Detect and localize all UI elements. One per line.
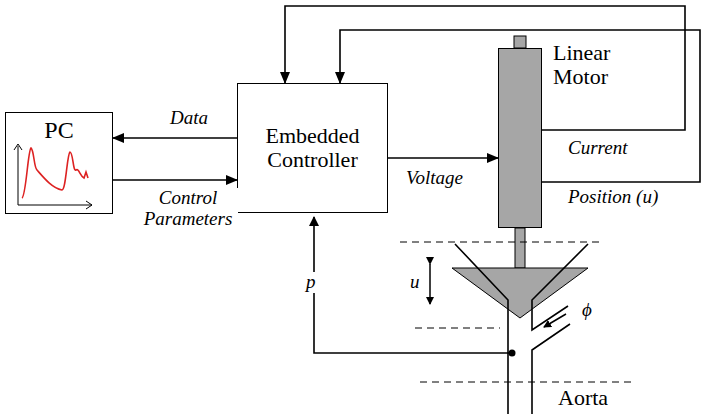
signal-label: Position (u): [566, 187, 660, 208]
node-label: Embedded Controller: [244, 124, 381, 172]
motor-shaft-top: [514, 36, 526, 48]
controller-box: Embedded Controller: [237, 83, 388, 213]
node-label: PC: [6, 113, 112, 143]
signal-label: Data: [168, 108, 210, 129]
pressure-line: [314, 217, 512, 353]
signal-label: Control Parameters: [138, 188, 238, 230]
part-name: Aorta: [556, 386, 610, 410]
reference-lines: [400, 242, 632, 382]
pc-plot: [14, 144, 92, 209]
signal-arrow: [388, 157, 498, 159]
signal-arrow: [285, 6, 685, 130]
displacement-arrow: [429, 264, 431, 304]
signal-label: Voltage: [404, 168, 465, 189]
pc-box: PC: [5, 112, 113, 214]
signal-name: p: [304, 272, 318, 293]
signal-arrow: [113, 137, 237, 139]
valve-cone: [452, 268, 588, 318]
signal-arrow: [113, 179, 237, 181]
signal-label: Current: [566, 138, 629, 159]
dimension-label: u: [408, 272, 422, 293]
inflow-arrow: [544, 314, 566, 327]
node-label: Linear Motor: [553, 41, 663, 89]
linear-motor: Linear Motor: [498, 48, 542, 228]
pressure-tap: [509, 350, 516, 357]
flow-label: ϕ: [580, 300, 594, 321]
motor-rod: [515, 228, 525, 268]
